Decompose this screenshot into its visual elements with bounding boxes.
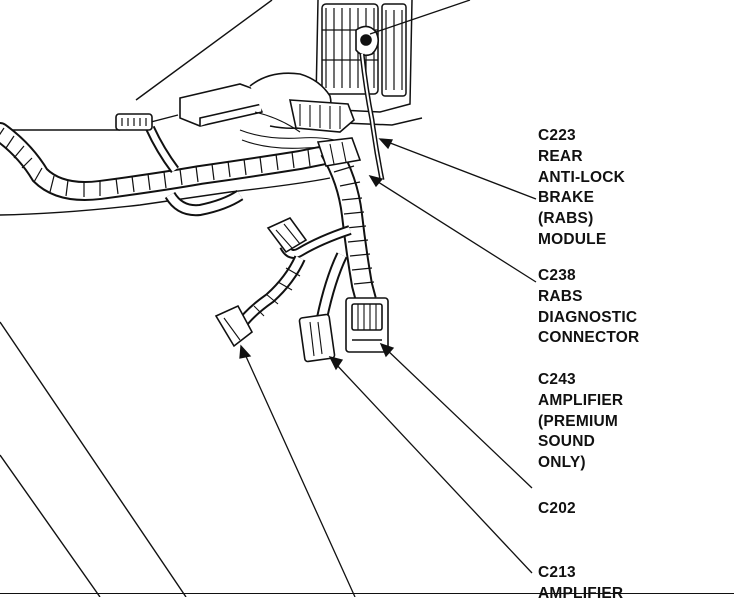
c243-connector — [345, 297, 389, 353]
c213-branch — [214, 255, 306, 348]
callout-c223-line-5: (RABS) — [538, 210, 594, 228]
callout-c243-line-1: C243 — [538, 371, 576, 388]
callout-c243: C243 AMPLIFIER (PREMIUM SOUND ONLY) — [538, 370, 623, 474]
callout-c238-line-1: C238 — [538, 267, 576, 284]
main-harness-trunk — [0, 122, 350, 217]
c202-connector — [298, 252, 348, 363]
arrow-c202 — [328, 356, 344, 371]
callout-c213: C213 AMPLIFIER — [538, 563, 623, 605]
arrow-c243 — [379, 342, 395, 358]
callout-c243-line-5: ONLY) — [538, 454, 586, 472]
arrow-c223 — [378, 138, 394, 150]
leader-lines — [239, 0, 537, 597]
callout-c223-line-3: ANTI-LOCK — [538, 168, 626, 186]
leader-c213 — [243, 351, 356, 597]
callout-c223-line-6: MODULE — [538, 230, 607, 248]
c238-diagnostic-branch — [266, 217, 352, 259]
leader-c223 — [384, 140, 537, 200]
callout-c243-line-4: SOUND — [538, 433, 595, 451]
callout-c238: C238 RABS DIAGNOSTIC CONNECTOR — [538, 266, 639, 349]
callout-c238-line-2: RABS — [538, 287, 583, 305]
callout-c223-line-2: REAR — [538, 147, 583, 165]
callout-c243-line-2: AMPLIFIER — [538, 391, 624, 409]
callout-c238-line-3: DIAGNOSTIC — [538, 308, 638, 326]
leader-c202 — [333, 361, 533, 574]
descending-harness — [316, 137, 377, 303]
left-pigtail-connector — [115, 113, 180, 173]
arrow-c238 — [368, 174, 384, 188]
callout-c238-line-4: CONNECTOR — [538, 329, 640, 347]
arrow-c213 — [239, 344, 252, 359]
callout-c202-line-1: C202 — [538, 500, 576, 517]
leader-c243 — [384, 347, 533, 489]
callout-c213-line-2: AMPLIFIER — [538, 584, 624, 602]
bottom-crop-edge — [0, 593, 734, 594]
callout-c213-line-1: C213 — [538, 564, 576, 581]
callout-c223-line-4: BRAKE — [538, 189, 595, 207]
central-connector-cluster — [179, 72, 355, 156]
callout-c223: C223 REAR ANTI-LOCK BRAKE (RABS) MODULE — [538, 126, 625, 251]
callout-c243-line-3: (PREMIUM — [538, 412, 618, 430]
leader-top — [369, 0, 471, 35]
leader-c238 — [374, 179, 537, 283]
callout-c223-line-1: C223 — [538, 127, 576, 144]
callout-c202: C202 — [538, 499, 576, 520]
